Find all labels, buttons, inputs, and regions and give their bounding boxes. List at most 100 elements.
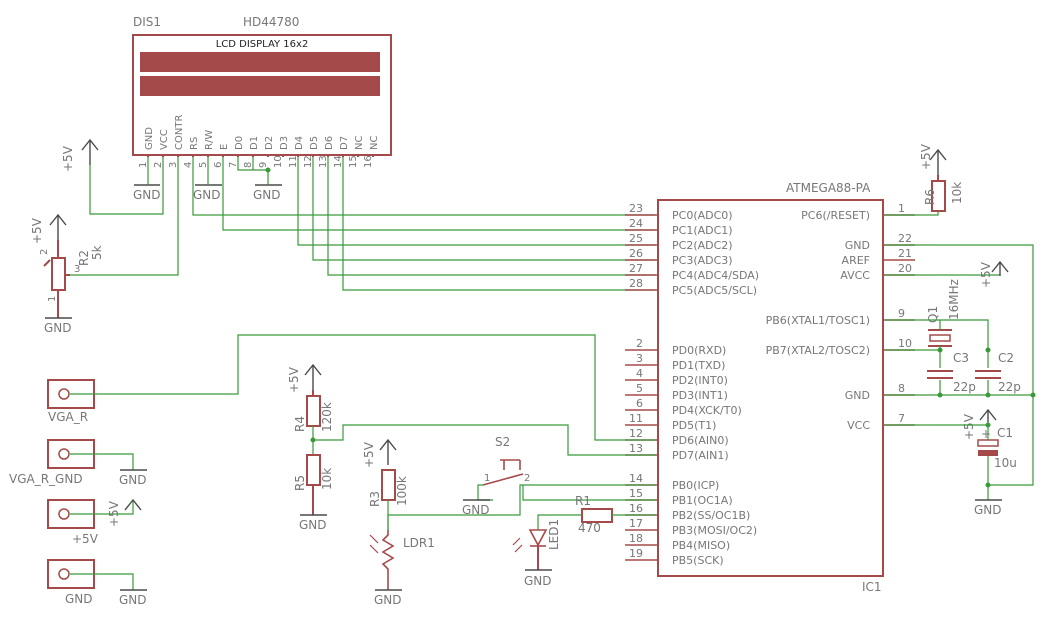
- ic-pin-name: PD0(RXD): [672, 344, 726, 357]
- ic-pin-name: PB2(SS/OC1B): [672, 509, 750, 522]
- lcd-pin-number: 5: [198, 162, 209, 168]
- svg-text:+5V: +5V: [72, 532, 99, 546]
- ic-pin-number: 27: [629, 262, 643, 275]
- lcd-pin-label: R/W: [204, 130, 215, 150]
- svg-text:GND: GND: [133, 188, 161, 202]
- switch-s2: S2 1 2: [482, 435, 530, 486]
- lcd-pin-label: D0: [234, 136, 245, 150]
- ic-pin-name: PD5(T1): [672, 419, 716, 432]
- lcd-pin-number: 9: [258, 162, 269, 168]
- wire-d6: [327, 157, 655, 276]
- display-ref: DIS1: [133, 15, 161, 29]
- svg-text:5k: 5k: [90, 245, 104, 260]
- svg-text:R3: R3: [368, 491, 382, 507]
- ic-pin-number: 7: [898, 412, 905, 425]
- ic-pin-name: AREF: [842, 254, 870, 267]
- lcd-pin-number: 2: [153, 162, 164, 168]
- svg-text:VGA_R_GND: VGA_R_GND: [9, 472, 83, 486]
- lcd-pin-label: RS: [189, 137, 200, 150]
- svg-text:2: 2: [524, 473, 530, 484]
- svg-text:GND: GND: [462, 503, 490, 517]
- ic-pin-number: 26: [629, 247, 643, 260]
- lcd-pin-label: D2: [264, 136, 275, 150]
- ic-right-pins: 1PC6(/RESET)22GND21AREF20AVCC9PB6(XTAL1/…: [766, 202, 915, 432]
- wire-d5: [312, 157, 655, 261]
- svg-text:+5V: +5V: [362, 441, 376, 468]
- led1: LED1 GND: [512, 519, 561, 588]
- ic-pin-number: 24: [629, 217, 643, 230]
- ic-pin-name: PD2(INT0): [672, 374, 728, 387]
- ic-pin-name: PC3(ADC3): [672, 254, 733, 267]
- lcd-pin-label: NC: [369, 136, 380, 150]
- connector-5v: +5V: [47, 499, 99, 546]
- lcd-pin-number: 11: [288, 155, 299, 168]
- ic-pin-name: AVCC: [840, 269, 870, 282]
- svg-text:22p: 22p: [953, 380, 976, 394]
- ic-pin-number: 28: [629, 277, 643, 290]
- svg-text:+5V: +5V: [107, 500, 121, 527]
- gnd-connector-gnd: GND: [119, 589, 147, 607]
- lcd-row-1: [140, 52, 380, 72]
- ic-pin-number: 13: [629, 442, 643, 455]
- lcd-pin-label: CONTR: [174, 115, 185, 150]
- lcd-pin-number: 15: [348, 155, 359, 168]
- lcd-pin-number: 8: [243, 162, 254, 168]
- lcd-pin-number: 6: [213, 162, 224, 168]
- capacitor-c3: C3 22p: [927, 351, 976, 394]
- ic-pin-name: PB0(ICP): [672, 479, 719, 492]
- svg-text:GND: GND: [974, 503, 1002, 517]
- ic-ref: IC1: [862, 580, 882, 594]
- ic-pin-name: PC2(ADC2): [672, 239, 733, 252]
- ic-pin-name: PD6(AIN0): [672, 434, 729, 447]
- r3-resistor: +5V R3 100k: [362, 438, 409, 507]
- ic-pin-number: 22: [898, 232, 912, 245]
- ic-pin-name: PC6(/RESET): [801, 209, 870, 222]
- lcd-pin-number: 13: [318, 155, 329, 168]
- ic-pin-number: 25: [629, 232, 643, 245]
- wire-d7: [342, 157, 655, 291]
- svg-text:100k: 100k: [395, 476, 409, 506]
- svg-text:GND: GND: [253, 188, 281, 202]
- ic-pin-number: 18: [629, 532, 643, 545]
- vcc-symbol-lcd: +5V: [61, 138, 99, 172]
- svg-text:10k: 10k: [950, 182, 964, 204]
- ic-pin-name: PC0(ADC0): [672, 209, 733, 222]
- svg-text:10u: 10u: [994, 456, 1017, 470]
- lcd-pin-label: E: [219, 144, 230, 150]
- r4-resistor: +5V R4 120k: [287, 363, 334, 432]
- svg-text:2: 2: [39, 249, 50, 255]
- svg-text:S2: S2: [495, 435, 510, 449]
- connector-vga-r-gnd: VGA_R_GND: [9, 439, 95, 486]
- crystal-q1: Q1 16MHz: [926, 279, 961, 347]
- ic-name: ATMEGA88-PA: [786, 181, 871, 195]
- svg-text:16MHz: 16MHz: [947, 279, 961, 320]
- ldr1: LDR1 GND: [369, 530, 435, 607]
- lcd-pin-label: D7: [339, 136, 350, 150]
- svg-text:C1: C1: [997, 426, 1013, 440]
- svg-text:GND: GND: [119, 593, 147, 607]
- ic-pin-name: PD4(XCK/T0): [672, 404, 742, 417]
- lcd-pin-number: 1: [138, 162, 149, 168]
- ic-pin-name: PB7(XTAL2/TOSC2): [766, 344, 870, 357]
- ic-pin-number: 6: [636, 397, 643, 410]
- r5-resistor: R5 10k GND: [293, 454, 334, 532]
- ic-pin-name: PB3(MOSI/OC2): [672, 524, 757, 537]
- svg-text:+5V: +5V: [919, 143, 933, 170]
- display-part: HD44780: [243, 15, 299, 29]
- lcd-pin-number: 12: [303, 155, 314, 168]
- svg-text:GND: GND: [524, 574, 552, 588]
- ic-pin-number: 5: [636, 382, 643, 395]
- lcd-pin-number: 14: [333, 155, 344, 168]
- lcd-pin-label: D3: [279, 136, 290, 150]
- svg-text:GND: GND: [65, 592, 93, 606]
- ic-pin-name: PB5(SCK): [672, 554, 724, 567]
- lcd-pin-number: 16: [363, 155, 374, 168]
- wire-d4: [297, 157, 655, 246]
- svg-text:LED1: LED1: [547, 519, 561, 550]
- ic-pin-name: PC1(ADC1): [672, 224, 733, 237]
- lcd-gnd-1: GND: [133, 184, 161, 202]
- svg-text:GND: GND: [374, 593, 402, 607]
- svg-text:R2: R2: [77, 250, 91, 266]
- svg-text:R4: R4: [293, 416, 307, 432]
- lcd-pins: GND1VCC2CONTR3RS4R/W5E6D07D18D29D310D411…: [138, 115, 380, 168]
